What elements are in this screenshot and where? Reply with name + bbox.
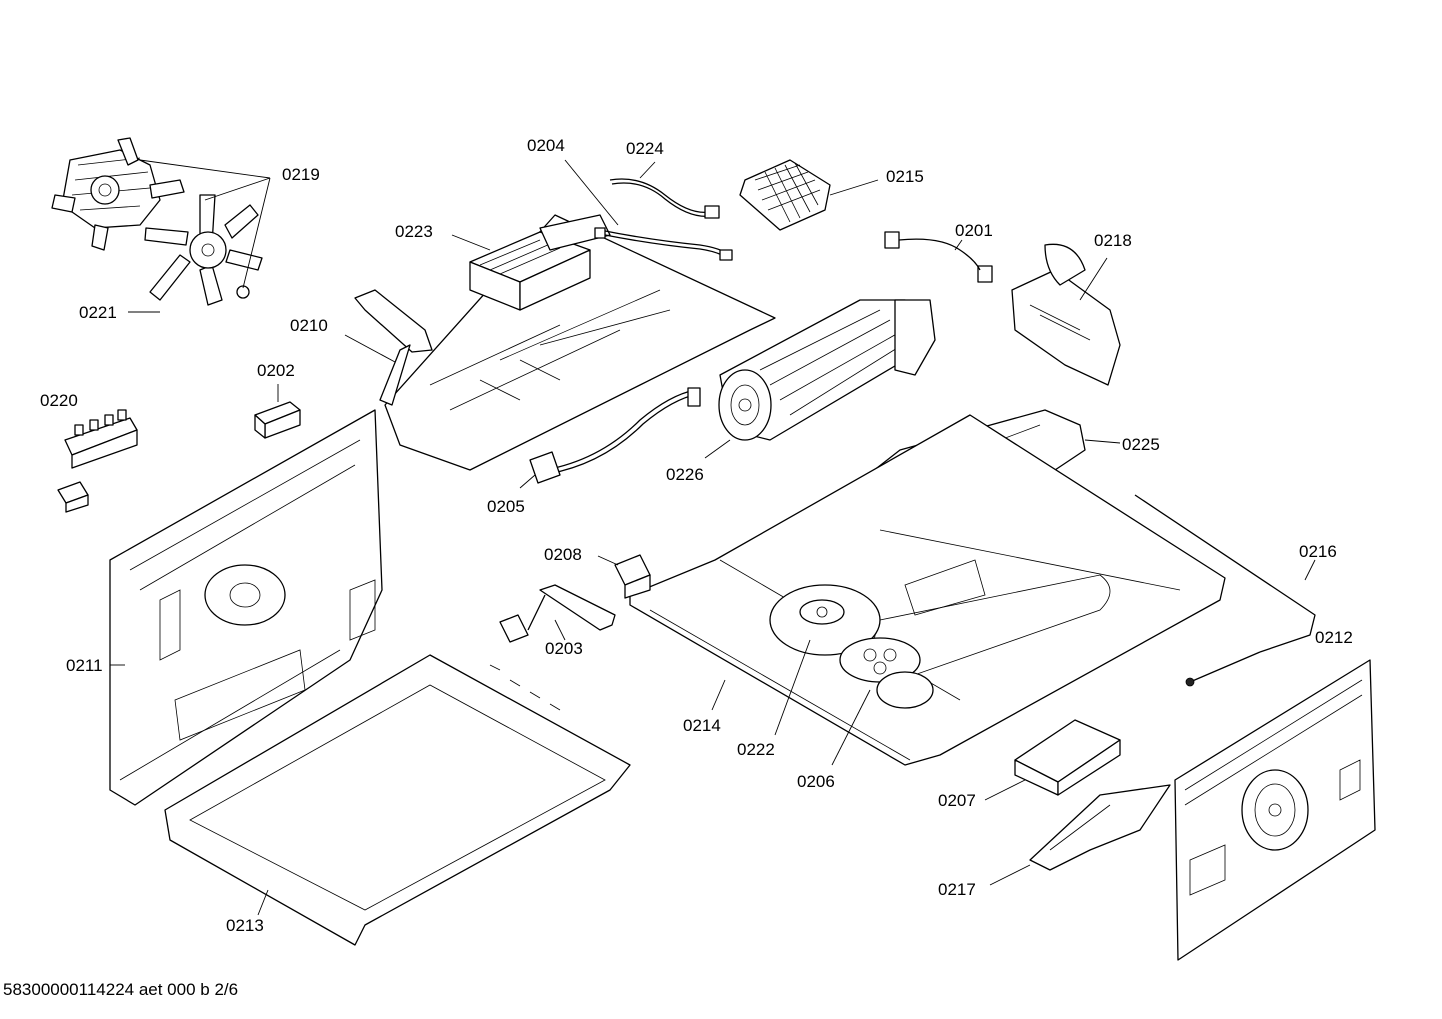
part-0221-fan-blade [144,194,263,306]
callout-0204: 0204 [527,136,565,155]
callout-0223: 0223 [395,222,433,241]
part-0206-motor-mount [839,637,934,709]
part-0224-wire-harness [609,178,720,219]
part-0208-switch [614,554,651,599]
callout-0216: 0216 [1299,542,1337,561]
part-0211-rear-wall [109,409,383,806]
part-0215-grille [739,159,831,231]
callout-0221: 0221 [79,303,117,322]
part-0210-mounting-plate [354,214,776,471]
callout-0201: 0201 [955,221,993,240]
callout-0202: 0202 [257,361,295,380]
callout-0206: 0206 [797,772,835,791]
part-0223-relay-box [469,214,611,311]
part-0220-connector [57,481,89,513]
part-0213-bottom-panel [164,654,631,946]
callout-0214: 0214 [683,716,721,735]
part-0222-blower [769,584,881,656]
callout-0218: 0218 [1094,231,1132,250]
callout-0207: 0207 [938,791,976,810]
callout-0220: 0220 [40,391,78,410]
callout-0213: 0213 [226,916,264,935]
callout-0225: 0225 [1122,435,1160,454]
part-0220-switch-block [64,409,138,469]
part-0203-lamp-holder [499,584,616,643]
callout-0219: 0219 [282,165,320,184]
callout-0226: 0226 [666,465,704,484]
part-0226-tangential-fan [718,299,936,441]
callout-0212: 0212 [1315,628,1353,647]
part-0217-deflector [1029,784,1171,871]
callout-0224: 0224 [626,139,664,158]
callout-0210: 0210 [290,316,328,335]
callout-0215: 0215 [886,167,924,186]
callout-0222: 0222 [737,740,775,759]
part-0201-wire-connector [884,231,993,283]
part-0216-temperature-sensor [1134,494,1316,653]
part-0219-fan-motor [51,137,185,251]
callout-0205: 0205 [487,497,525,516]
callout-0208: 0208 [544,545,582,564]
part-0212-front-wall [1174,659,1376,961]
callout-0203: 0203 [545,639,583,658]
part-0212-sensor-cable [1185,651,1261,687]
part-0205-wire-connector [529,387,701,484]
part-0204-wire-harness [594,227,733,261]
callout-0211: 0211 [66,656,103,675]
part-0214-base-tray [629,414,1226,766]
part-0207-electronic-module [1014,719,1121,796]
part-0202-terminal [254,401,301,439]
part-0218-fan-bracket [1011,243,1121,386]
document-reference-footer: 58300000114224 aet 000 b 2/6 [3,980,239,999]
callout-0217: 0217 [938,880,976,899]
